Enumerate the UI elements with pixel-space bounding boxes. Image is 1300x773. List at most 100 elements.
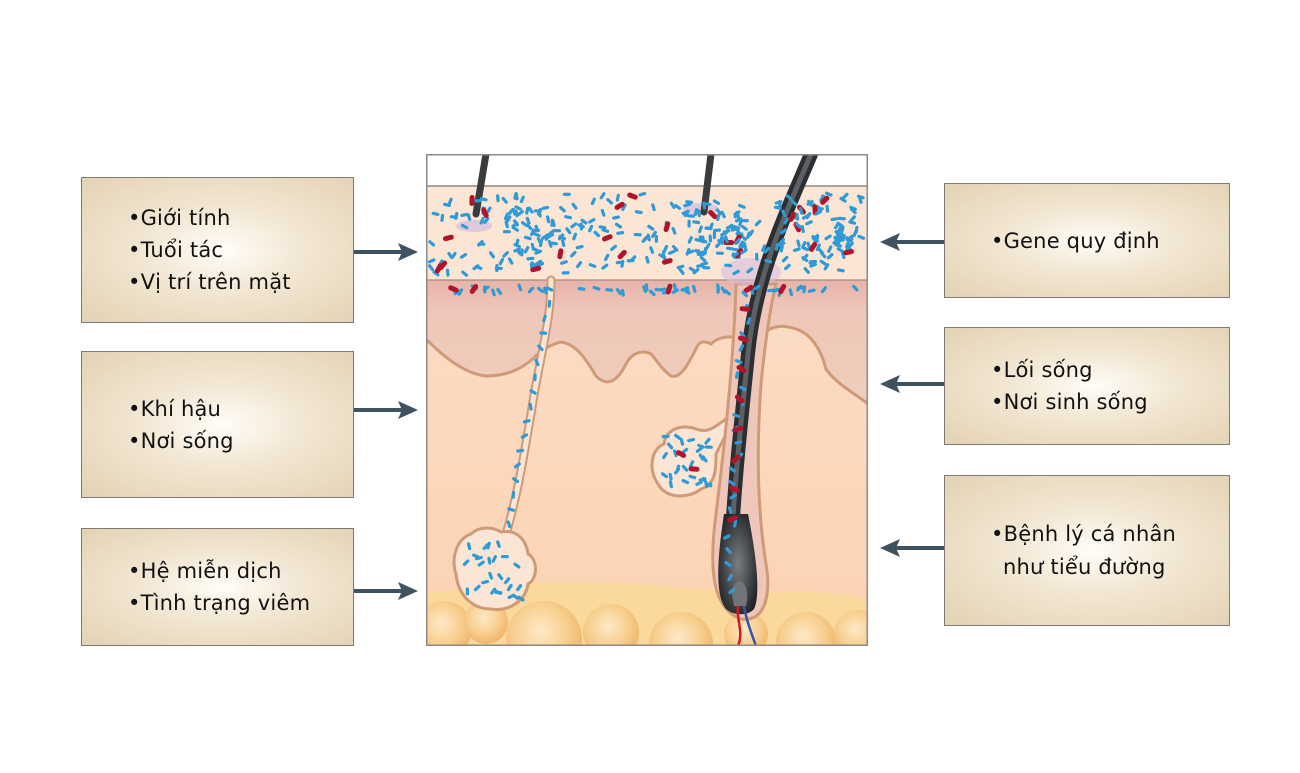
blue-bacterium <box>520 433 529 439</box>
blue-bacterium <box>496 194 500 203</box>
blue-bacterium <box>788 288 794 297</box>
blue-bacterium <box>672 283 678 291</box>
blue-bacterium <box>836 247 844 253</box>
blue-bacterium <box>712 199 721 205</box>
blue-bacterium <box>547 240 553 248</box>
blue-bacterium <box>803 267 810 274</box>
red-bacterium <box>727 515 738 523</box>
blue-bacterium <box>845 237 854 241</box>
blue-bacterium <box>666 442 674 450</box>
red-bacterium <box>442 234 454 242</box>
blue-bacterium <box>606 198 614 205</box>
blue-bacterium <box>698 235 704 243</box>
blue-bacterium <box>825 191 833 197</box>
blue-bacterium <box>727 506 733 514</box>
blue-bacterium <box>723 289 731 296</box>
red-bacterium <box>743 284 754 294</box>
blue-bacterium <box>525 216 531 225</box>
blue-bacterium <box>522 419 531 424</box>
blue-bacterium <box>674 203 682 210</box>
factor-item: •Hệ miễn dịch <box>128 559 282 583</box>
blue-bacterium <box>514 205 522 211</box>
blue-bacterium <box>698 477 707 482</box>
blue-bacterium <box>654 287 663 292</box>
hair-shaft <box>472 155 490 218</box>
blue-bacterium <box>516 210 524 217</box>
blue-bacterium <box>616 231 625 235</box>
blue-bacterium <box>651 203 656 212</box>
blue-bacterium <box>662 451 668 460</box>
blue-bacterium <box>827 245 833 253</box>
blue-bacterium <box>720 231 728 237</box>
blue-bacterium <box>440 213 445 222</box>
blue-bacterium <box>491 288 496 297</box>
blue-bacterium <box>542 314 547 323</box>
red-bacterium <box>737 335 749 343</box>
blue-bacterium <box>671 226 677 235</box>
blue-bacterium <box>834 236 843 243</box>
blue-bacterium <box>534 224 540 233</box>
blue-bacterium <box>819 194 826 202</box>
red-bacterium <box>739 306 751 312</box>
blue-bacterium <box>669 201 676 209</box>
blue-bacterium <box>702 266 711 270</box>
blue-bacterium <box>472 264 480 271</box>
blue-bacterium <box>767 288 776 293</box>
blue-bacterium <box>704 226 713 231</box>
epidermis-layer <box>427 186 867 280</box>
blue-bacterium <box>852 284 859 292</box>
blue-bacterium <box>841 192 849 200</box>
blue-bacterium <box>708 234 713 243</box>
red-bacterium <box>788 211 797 222</box>
red-bacterium <box>688 466 700 472</box>
blue-bacterium <box>494 266 503 271</box>
blue-bacterium <box>728 587 736 595</box>
diagram-frame <box>426 154 868 646</box>
blue-bacterium <box>588 218 596 224</box>
blue-bacterium <box>590 197 596 206</box>
blue-bacterium <box>634 210 643 215</box>
blue-bacterium <box>802 285 807 294</box>
red-bacterium <box>627 192 638 200</box>
blue-bacterium <box>473 199 482 203</box>
blue-bacterium <box>504 577 511 585</box>
blue-bacterium <box>764 259 773 264</box>
blue-bacterium <box>537 344 544 352</box>
blue-bacterium <box>839 196 847 203</box>
blue-bacterium <box>445 268 450 277</box>
blue-bacterium <box>815 243 821 252</box>
blue-bacterium <box>479 216 485 225</box>
blue-bacterium <box>460 223 469 230</box>
blue-bacterium <box>720 210 726 219</box>
blue-bacterium <box>545 286 554 292</box>
blue-bacterium <box>477 560 485 567</box>
blue-bacterium <box>449 215 458 219</box>
blue-bacterium <box>783 217 790 225</box>
blue-bacterium <box>529 228 536 237</box>
blue-bacterium <box>705 482 713 489</box>
blue-bacterium <box>599 192 606 200</box>
blue-bacterium <box>778 238 786 245</box>
blue-bacterium <box>736 213 741 222</box>
blue-bacterium <box>603 253 610 262</box>
blue-bacterium <box>732 224 741 230</box>
blue-bacterium <box>479 197 488 202</box>
factor-item: •Nơi sinh sống <box>991 390 1148 414</box>
blue-bacterium <box>610 244 617 252</box>
blue-bacterium <box>785 194 793 201</box>
factor-box-immunity: •Hệ miễn dịch •Tình trạng viêm <box>81 528 354 646</box>
blue-bacterium <box>728 479 736 487</box>
red-bacterium <box>469 194 475 206</box>
blue-bacterium <box>773 205 782 210</box>
blue-bacterium <box>428 240 436 247</box>
red-bacterium <box>557 248 564 260</box>
blue-bacterium <box>687 219 691 228</box>
red-bacterium <box>675 450 687 458</box>
blue-bacterium <box>507 257 514 265</box>
blue-bacterium <box>513 247 521 253</box>
blue-bacterium <box>539 239 543 248</box>
blue-bacterium <box>477 240 484 247</box>
blue-bacterium <box>481 579 490 585</box>
blue-bacterium <box>601 228 610 233</box>
factor-box-genetics: •Gene quy định <box>944 183 1230 298</box>
